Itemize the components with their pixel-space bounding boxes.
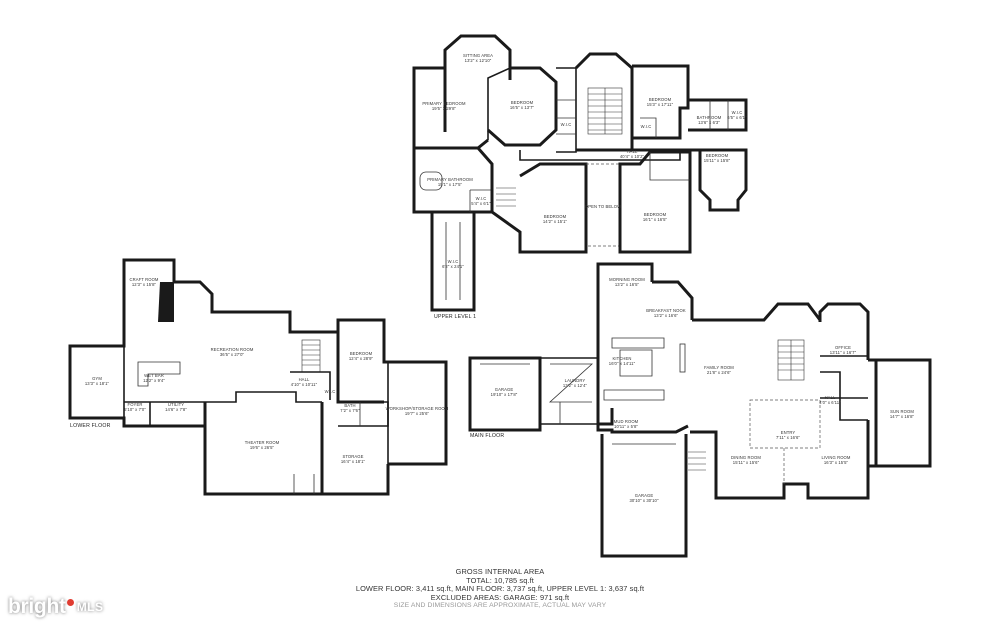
gross-area-summary: GROSS INTERNAL AREA TOTAL: 10,785 sq.ft …: [330, 567, 670, 611]
area-breakdown: LOWER FLOOR: 3,411 sq.ft, MAIN FLOOR: 3,…: [355, 584, 645, 594]
room-dimensions: 7'11" x 16'6": [776, 435, 800, 440]
room-name: BEDROOM: [350, 351, 373, 356]
room-name: WORKSHOP/STORAGE ROOM: [386, 406, 449, 411]
room-dimensions: 14'7" x 16'8": [890, 414, 915, 419]
room-dimensions: 16'5" x 13'7": [510, 105, 535, 110]
room-name: FAMILY ROOM: [704, 365, 734, 370]
room-name: STORAGE: [342, 454, 363, 459]
room-dimensions: 15'3" x 17'11": [647, 102, 674, 107]
room-name: W.I.C: [325, 389, 336, 394]
room-dimensions: 36'5" x 27'0": [220, 352, 245, 357]
room-dimensions: 4'0" x 6'11": [819, 400, 841, 405]
floor-title-main: MAIN FLOOR: [470, 433, 504, 439]
room-dimensions: 19'7" x 25'6": [405, 411, 430, 416]
room-dimensions: 14'2" x 15'1": [543, 219, 568, 224]
logo-brand: bright: [8, 595, 66, 618]
room-name: BREAKFAST NOOK: [646, 308, 686, 313]
room-dimensions: 13'2" x 12'4": [563, 383, 588, 388]
room-dimensions: 13'3" x 18'1": [85, 381, 110, 386]
room-dimensions: 16'1" x 16'5": [643, 217, 668, 222]
room-name: HALL: [627, 149, 638, 154]
room-name: MUD ROOM: [614, 419, 639, 424]
room-name: BEDROOM: [511, 100, 534, 105]
room-dimensions: 15'1" x 17'5": [438, 182, 463, 187]
room-dimensions: 5'10" x 7'0": [124, 407, 146, 412]
room-dimensions: 12'4" x 28'9": [349, 356, 374, 361]
room-name: W.I.C: [476, 196, 487, 201]
room-name: PRIMARY BEDROOM: [422, 101, 466, 106]
room-dimensions: 7'2" x 7'6": [340, 408, 360, 413]
logo-dot-icon: [66, 598, 74, 606]
room-name: DINING ROOM: [731, 455, 761, 460]
floor-title-lower: LOWER FLOOR: [70, 423, 111, 429]
room-name: WET BAR: [144, 373, 164, 378]
room-name: GARAGE: [495, 387, 514, 392]
room-name: HALL: [825, 395, 836, 400]
room-name: ENTRY: [781, 430, 796, 435]
room-name: HALL: [299, 377, 310, 382]
room-name: BEDROOM: [644, 212, 667, 217]
room-name: SITTING AREA: [463, 53, 493, 58]
room-dimensions: 19'10" x 17'8": [491, 392, 518, 397]
room-name: GARAGE: [635, 493, 654, 498]
room-dimensions: 30'10" x 30'10": [629, 498, 659, 503]
room-dimensions: 21'8" x 24'6": [707, 370, 732, 375]
room-dimensions: 16'4" x 18'1": [341, 459, 366, 464]
room-dimensions: 40'4" x 10'2": [620, 154, 645, 159]
room-dimensions: 19'5" x 29'8": [432, 106, 457, 111]
room-dimensions: 6'2" x 24'1": [442, 264, 464, 269]
area-title: GROSS INTERNAL AREA: [455, 567, 545, 576]
room-name: W.I.C: [561, 122, 572, 127]
logo-suffix: MLS: [76, 600, 104, 614]
room-name: W.I.C: [732, 110, 743, 115]
room-name: FOYER: [128, 402, 143, 407]
room-name: LIVING ROOM: [821, 455, 850, 460]
room-name: BEDROOM: [706, 153, 729, 158]
room-name: GYM: [92, 376, 102, 381]
room-name: W.I.C: [448, 259, 459, 264]
room-name: SUN ROOM: [890, 409, 914, 414]
room-name: W.I.C: [641, 124, 652, 129]
room-name: BATH: [344, 403, 355, 408]
room-dimensions: 12'2" x 9'4": [143, 378, 165, 383]
room-name: BEDROOM: [544, 214, 567, 219]
room-dimensions: 4'10" x 10'11": [291, 382, 318, 387]
room-name: BEDROOM: [649, 97, 672, 102]
floor-title-upper: UPPER LEVEL 1: [434, 314, 476, 320]
room-dimensions: 10'11" x 5'8": [614, 424, 638, 429]
room-dimensions: 16'0" x 14'11": [609, 361, 636, 366]
room-dimensions: 16'3" x 15'5": [824, 460, 849, 465]
room-name: OFFICE: [835, 345, 851, 350]
room-name: RECREATION ROOM: [211, 347, 254, 352]
room-dimensions: 14'6" x 7'8": [165, 407, 187, 412]
area-total: TOTAL: 10,785 sq.ft: [466, 575, 534, 585]
area-excluded: EXCLUDED AREAS: GARAGE: 971 sq.ft: [430, 592, 570, 602]
room-name: UTILITY: [168, 402, 184, 407]
room-name: BATHROOM: [697, 115, 722, 120]
room-name: KITCHEN: [612, 356, 631, 361]
room-dimensions: 13'6" x 6'3": [698, 120, 720, 125]
room-dimensions: 6'5" x 6'1": [727, 115, 747, 120]
room-dimensions: 5'4" x 6'1": [471, 201, 491, 206]
room-dimensions: 13'2" x 16'6": [654, 313, 679, 318]
room-dimensions: 13'2" x 16'5": [615, 282, 640, 287]
room-name: OPEN TO BELOW: [585, 204, 621, 209]
area-disclaimer: SIZE AND DIMENSIONS ARE APPROXIMATE, ACT…: [393, 602, 607, 610]
room-dimensions: 15'11" x 15'6": [733, 460, 760, 465]
room-dimensions: 13'2" x 12'10": [465, 58, 492, 63]
room-name: CRAFT ROOM: [129, 277, 158, 282]
room-name: PRIMARY BATHROOM: [427, 177, 473, 182]
bright-mls-logo: bright MLS: [8, 595, 104, 618]
room-dimensions: 15'11" x 15'8": [704, 158, 731, 163]
room-name: LAUNDRY: [565, 378, 586, 383]
room-name: MORNING ROOM: [609, 277, 645, 282]
room-dimensions: 12'3" x 15'8": [132, 282, 157, 287]
room-name: THEATER ROOM: [245, 440, 280, 445]
room-dimensions: 19'6" x 26'5": [250, 445, 275, 450]
room-dimensions: 13'11" x 16'7": [830, 350, 857, 355]
